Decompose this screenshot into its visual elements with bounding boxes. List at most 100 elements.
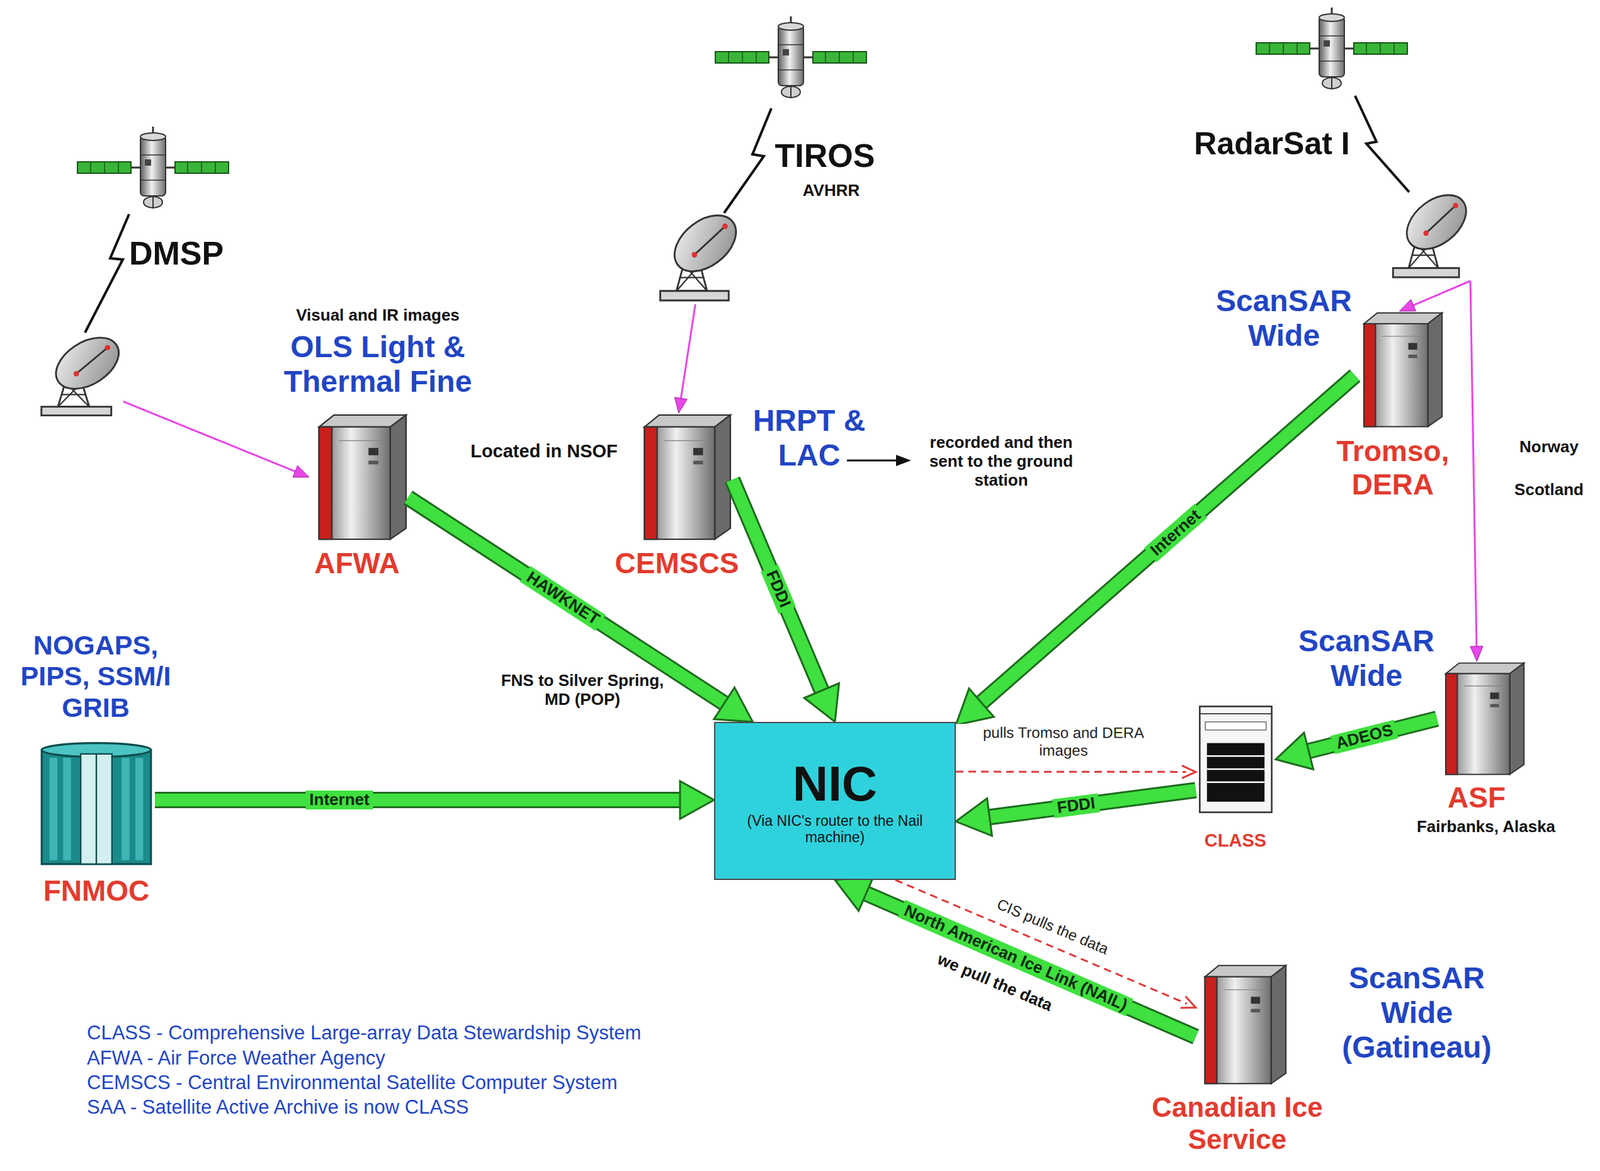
radio-link (724, 108, 772, 213)
annotation: Scotland (1514, 480, 1584, 500)
pull-arrow (955, 770, 1187, 773)
node-label: ASF (1447, 780, 1506, 815)
annotation: Norway (1519, 437, 1579, 457)
connector-group (895, 879, 1196, 1008)
arrow-head (675, 397, 688, 414)
satellite-icon (77, 126, 229, 209)
node-label: ScanSAR Wide (Gatineau) (1322, 960, 1512, 1065)
archive-icon (1199, 705, 1272, 812)
satellite-icon (715, 16, 867, 99)
connector-group (1470, 280, 1483, 662)
link-label: Internet (305, 790, 373, 810)
node-label: TIROS (775, 137, 876, 176)
downlink-arrow (1470, 280, 1477, 651)
connector-group (123, 401, 310, 477)
server-icon (644, 414, 731, 540)
hub-box: NIC(Via NIC's router to the Nail machine… (714, 721, 956, 880)
network-link (856, 889, 1196, 1037)
connector-outline (408, 497, 733, 709)
link-label: HAWKNET (520, 566, 607, 631)
node-label: DMSP (129, 234, 224, 273)
note-arrow (846, 459, 898, 462)
node-label: OLS Light & Thermal Fine (270, 329, 485, 399)
connector-outline (856, 889, 1196, 1037)
connector-group (955, 375, 1356, 725)
satellite-station: RadarSat I (1387, 188, 1475, 281)
abbreviation-note: CEMSCS - Central Environmental Satellite… (86, 1071, 618, 1094)
arrow-head (804, 683, 839, 722)
connector-group (1399, 280, 1471, 312)
arrow-head (680, 780, 715, 819)
arrow-head (1470, 646, 1483, 662)
satellite-icon (1256, 7, 1408, 90)
abbreviation-note: SAA - Satellite Active Archive is now CL… (86, 1095, 470, 1119)
node-label: AFWA (314, 546, 400, 580)
downlink-arrow (1409, 280, 1471, 307)
dish-icon (660, 204, 747, 301)
connector-group (675, 304, 696, 414)
node-label: HRPT & LAC (730, 402, 888, 473)
connector-group (732, 479, 840, 722)
arrow-head (834, 875, 874, 911)
pull-label: pulls Tromso and DERA images (955, 723, 1172, 759)
connector-group (955, 765, 1196, 778)
connector-group (955, 789, 1196, 836)
supercomputer-node: NOGAPS, PIPS, SSM/I GRIBFNMOC (37, 739, 155, 868)
connector-outline (979, 789, 1196, 818)
arrow-head (292, 465, 310, 478)
note-arrow-head (896, 454, 912, 466)
archive-node: CLASS (1195, 702, 1276, 817)
server-node: HRPT & LACCEMSCS (634, 413, 733, 541)
connector-group (154, 780, 715, 819)
annotation: recorded and then sent to the ground sta… (916, 433, 1087, 490)
node-label: CLASS (1204, 829, 1267, 851)
abbreviation-note: AFWA - Air Force Weather Agency (86, 1046, 386, 1070)
arrow-head (955, 688, 994, 725)
satellite-station: TIROSAVHRR (654, 209, 745, 305)
node-label: NOGAPS, PIPS, SSM/I GRIB (2, 629, 189, 723)
node-label: RadarSat I (1193, 125, 1350, 163)
arrow-head (1180, 996, 1196, 1008)
server-node: Visual and IR imagesOLS Light & Thermal … (309, 413, 409, 541)
supercomputer-icon (41, 743, 152, 864)
node-label: ScanSAR Wide (1284, 623, 1449, 693)
node-note: (Via NIC's router to the Nail machine) (729, 812, 941, 846)
connector-group (1275, 718, 1437, 769)
pull-arrow (895, 879, 1187, 1004)
network-link (732, 479, 826, 701)
server-node: ScanSAR WideASFFairbanks, Alaska (1436, 661, 1526, 776)
server-icon (1445, 663, 1524, 775)
arrow-head (714, 686, 754, 722)
annotation: FNS to Silver Spring, MD (POP) (500, 671, 665, 710)
downlink-arrow (680, 304, 696, 403)
annotation: Located in NSOF (470, 440, 618, 462)
server-icon (1363, 312, 1442, 427)
server-icon (319, 414, 407, 540)
server-icon (1205, 965, 1286, 1084)
arrow-head (955, 797, 992, 835)
node-label: AVHRR (802, 181, 861, 201)
arrow-head (1399, 299, 1417, 312)
network-link (979, 789, 1196, 818)
node-label: Fairbanks, Alaska (1416, 817, 1556, 837)
node-label: ScanSAR Wide (1198, 283, 1369, 353)
connector-group (408, 497, 753, 722)
connector-outline (973, 375, 1356, 710)
link-label: Internet (1143, 503, 1207, 562)
abbreviation-note: CLASS - Comprehensive Large-array Data S… (86, 1021, 642, 1044)
node-label: Canadian Ice Service (1117, 1091, 1357, 1155)
node-label: Visual and IR images (295, 306, 460, 325)
dish-icon (41, 326, 130, 415)
link-label: FDDI (760, 563, 796, 614)
downlink-arrow (123, 401, 300, 473)
radio-link (1355, 95, 1410, 193)
server-node: ScanSAR Wide (Gatineau)Canadian Ice Serv… (1195, 963, 1288, 1085)
server-node: ScanSAR WideTromso, DERA (1355, 311, 1444, 429)
network-link (154, 793, 691, 806)
connector-group (834, 875, 1196, 1037)
node-label: FNMOC (43, 873, 150, 908)
node-label: CEMSCS (615, 546, 740, 580)
